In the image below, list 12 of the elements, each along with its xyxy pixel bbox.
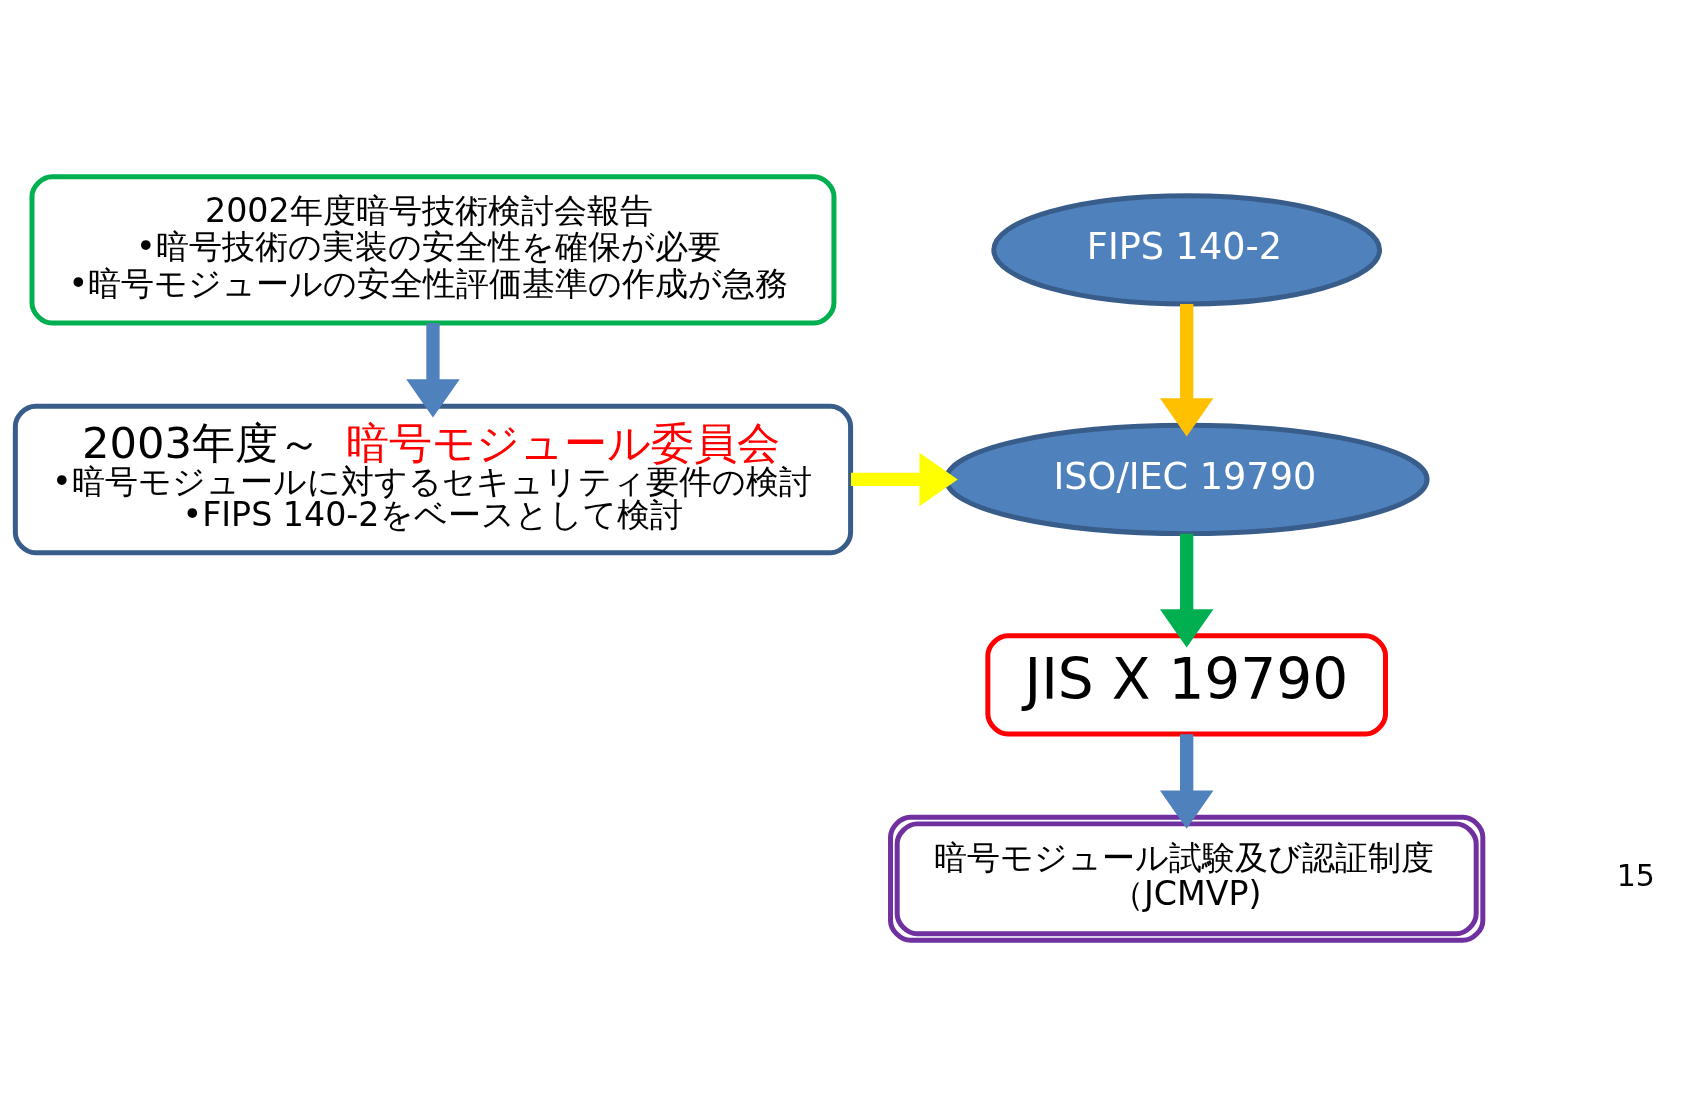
arrow <box>1159 304 1214 437</box>
node-box: 2002年度暗号技術検討会報告 •暗号技術の実装の安全性を確保が必要 •暗号モジュールの安全性評価基準の作成が急務 <box>29 174 837 326</box>
node-ellipse: ISO/IEC 19790 <box>943 422 1430 537</box>
arrow <box>851 452 958 507</box>
arrow <box>406 323 460 418</box>
arrow <box>1159 533 1214 648</box>
node-ellipse: FIPS 140-2 <box>991 193 1383 307</box>
label: 15 <box>1616 858 1655 894</box>
arrow <box>1159 734 1214 829</box>
node-box: JIS X 19790 <box>985 633 1388 737</box>
node-box: 暗号モジュール試験及び認証制度 （JCMVP) <box>888 814 1486 943</box>
node-box: 2003年度～ 暗号モジュール委員会 •暗号モジュールに対するセキュリティ要件の検討 •FIPS 140-2をベースとして検討 <box>12 403 854 556</box>
